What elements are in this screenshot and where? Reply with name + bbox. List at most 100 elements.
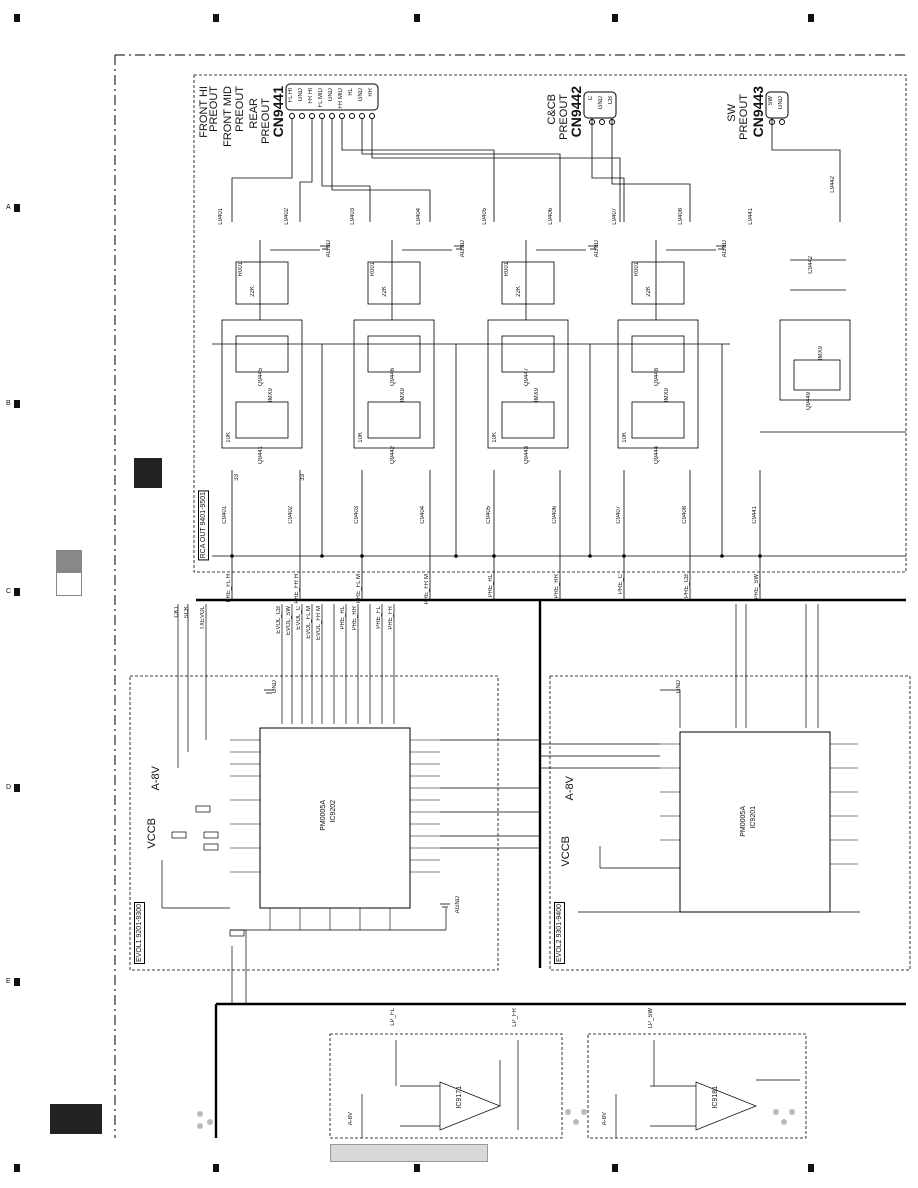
cn9443-title-1: SW	[726, 104, 738, 122]
l9442-label: L9442	[830, 176, 836, 193]
cn9442-pin-2: GND	[598, 96, 604, 110]
page-tab	[56, 550, 82, 572]
cn9441-pin-9: RR	[368, 88, 374, 97]
lp-fl-block	[329, 1033, 563, 1139]
bus-to-evol1	[177, 604, 395, 768]
q9444-label: Q9444	[654, 446, 660, 465]
cn9442-ref: CN9442	[568, 86, 584, 138]
evol1-passives	[161, 805, 247, 1004]
ic9201-ref: IC9201	[750, 806, 757, 829]
page-frame	[114, 54, 905, 1138]
imx9-label-4: IMX9	[664, 388, 670, 403]
evol2-label: EVOL2 9301-9400	[554, 902, 565, 964]
row-marker	[14, 978, 20, 986]
res-22k-1: 22K	[250, 286, 256, 297]
net-label-pre-rl: PRE_RL	[340, 606, 346, 630]
net-label-txevol: TXEVOL	[200, 606, 206, 630]
l9403-label: L9403	[350, 208, 356, 225]
punch-marks	[197, 1109, 795, 1129]
ic9171-ref: IC9171	[456, 1086, 463, 1109]
res-10k-3: 10K	[492, 432, 498, 443]
page-tab-blank	[56, 572, 82, 596]
ic9202-part: PM0005A	[320, 800, 327, 831]
c9408-label: C9408	[682, 506, 688, 524]
row-marker	[14, 588, 20, 596]
l9405-label: L9405	[482, 208, 488, 225]
lp-circuits	[361, 1040, 800, 1138]
bus-label-rl: PRE_RL	[488, 574, 494, 598]
imx9-label-5: IMX9	[818, 346, 824, 361]
stage-rails	[212, 343, 906, 557]
res-r001-3: R001	[504, 262, 510, 277]
cn9443-connector	[765, 91, 789, 125]
cn9443-pin-1: SW	[768, 96, 774, 106]
q9445-label: Q9445	[258, 368, 264, 387]
net-label-evol-sw: EVOL_SW	[286, 606, 292, 636]
agnd-label-stage4: AGND	[722, 240, 728, 258]
gnd-label-2: GND	[676, 680, 682, 694]
agnd-label-stage3: AGND	[594, 240, 600, 258]
column-marker	[213, 1164, 219, 1172]
q9442-label: Q9442	[390, 446, 396, 465]
cn9441-pin-4: FL MID	[318, 88, 324, 108]
column-marker	[14, 14, 20, 22]
vccb-label-1: VCCB	[146, 818, 158, 849]
row-marker	[14, 400, 20, 408]
evol1-to-bus	[230, 739, 540, 931]
c9406-label: C9406	[552, 506, 558, 524]
cn9441-pin-5: GND	[328, 88, 334, 102]
c9401-label: C9401	[222, 506, 228, 524]
lp-sw-block	[587, 1033, 807, 1139]
l9408-label: L9408	[678, 208, 684, 225]
c9407-label: C9407	[616, 506, 622, 524]
channel-stages	[221, 240, 851, 449]
q9443-label: Q9443	[524, 446, 530, 465]
agnd-label-stage1: AGND	[326, 240, 332, 258]
footer-bar	[330, 1144, 488, 1162]
section-tab	[134, 458, 162, 488]
res-33-1: 33	[234, 474, 240, 481]
cn9443-pin-2: GND	[778, 96, 784, 110]
cn9441-title-3: FRONT MID	[222, 86, 234, 147]
net-label-evol-frm: EVOL_FR M	[316, 606, 322, 641]
bus-label-c: PRE_C	[618, 574, 624, 595]
column-marker	[213, 14, 219, 22]
bus-label-sw: PRE_SW	[754, 574, 760, 600]
bus-label-fr-h: PRE_FR H	[294, 574, 300, 604]
gnd-label-1: GND	[272, 680, 278, 694]
a8v-label-2: A-8V	[564, 776, 576, 801]
l9406-label: L9406	[548, 208, 554, 225]
cn9442-pin-1: C	[588, 96, 594, 101]
a8v-label-1: A-8V	[150, 766, 162, 791]
net-label-ck1: CK1	[174, 606, 180, 618]
bus-label-fl-m: PRE_FL M	[356, 574, 362, 604]
cn9441-pin-3: FR HI	[308, 88, 314, 104]
res-22k-3: 22K	[516, 286, 522, 297]
rca-out-label: RCA OUT 9401-9501	[198, 490, 209, 561]
ic9202-body	[259, 727, 411, 909]
c9403-label: C9403	[354, 506, 360, 524]
gutter-letter-a: A	[6, 204, 11, 211]
bus-label-fl-h: PRE_FL H	[226, 574, 232, 603]
ic9201-part: PM0005A	[740, 806, 747, 837]
imx9-label-2: IMX9	[400, 388, 406, 403]
l9441-label: L9441	[748, 208, 754, 225]
net-label-evol-flm: EVOL_FL M	[306, 606, 312, 639]
channel-drops	[231, 344, 761, 600]
cn9441-pin-7: RL	[348, 88, 354, 96]
cn9443-title-2: PREOUT	[738, 94, 750, 140]
ic9202-pins	[230, 739, 440, 930]
column-marker	[612, 1164, 618, 1172]
gutter-letter-e: E	[6, 978, 11, 985]
row-marker	[14, 784, 20, 792]
ic9202-ref: IC9202	[330, 800, 337, 823]
q9447-label: Q9447	[524, 368, 530, 387]
column-marker	[14, 1164, 20, 1172]
net-label-pre-rr: PRE_RR	[352, 606, 358, 631]
res-r001-1: R001	[238, 262, 244, 277]
net-label-evol-c: EVOL_C	[296, 606, 302, 630]
column-marker	[612, 14, 618, 22]
net-label-sck: SCK	[184, 606, 190, 619]
column-marker	[414, 14, 420, 22]
cn9441-pin-6: FR MID	[338, 88, 344, 109]
